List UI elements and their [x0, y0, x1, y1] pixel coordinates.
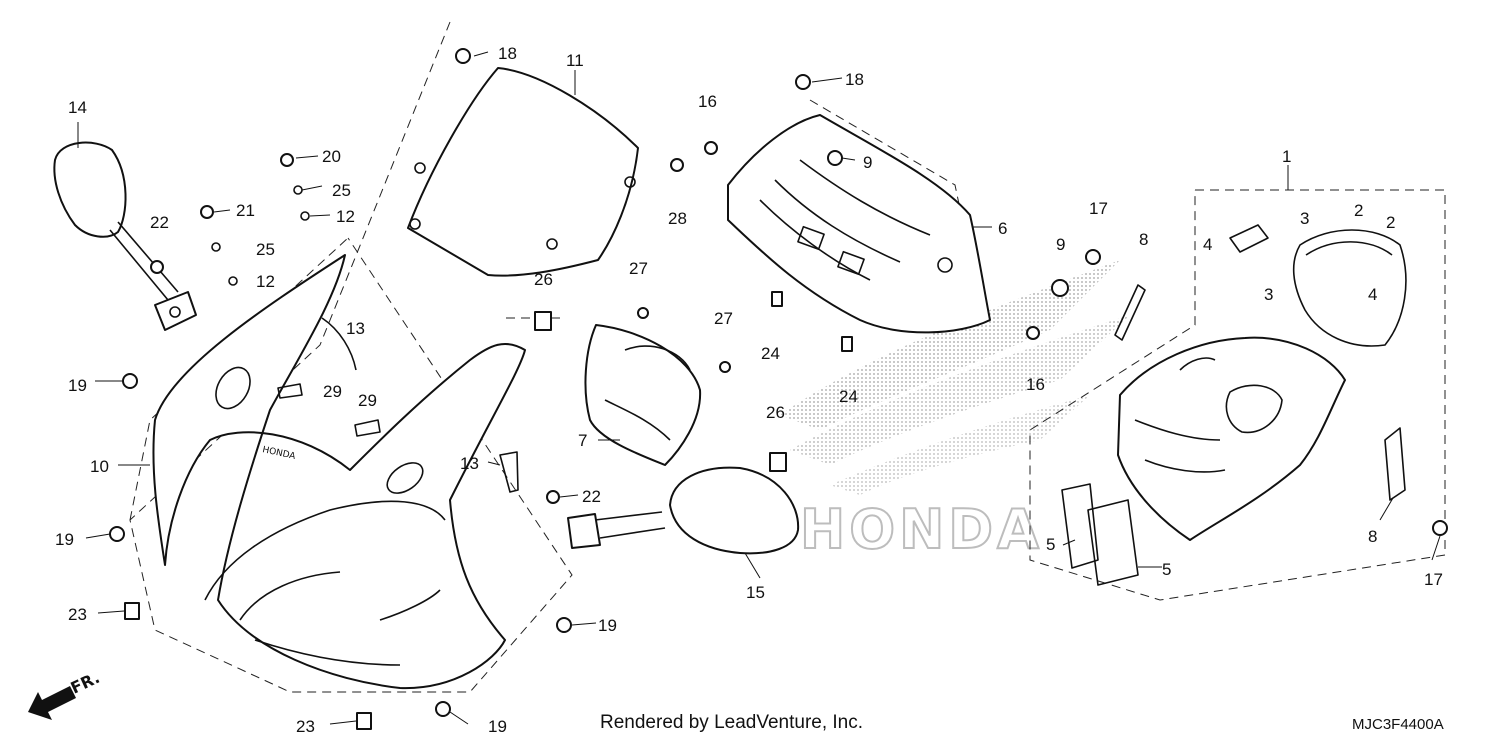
- callout-20: 20: [322, 147, 341, 166]
- callout-2: 2: [1386, 213, 1395, 232]
- callout-13: 13: [460, 454, 479, 473]
- seal-parts: [1061, 224, 1407, 586]
- left-mirror: [53, 141, 197, 331]
- callout-4: 4: [1368, 285, 1377, 304]
- callout-26: 26: [766, 403, 785, 422]
- callout-7: 7: [578, 431, 587, 450]
- side-brackets: [1114, 284, 1406, 501]
- callout-4: 4: [1203, 235, 1212, 254]
- callout-3: 3: [1300, 209, 1309, 228]
- callout-21: 21: [236, 201, 255, 220]
- callout-26: 26: [534, 270, 553, 289]
- callout-18: 18: [845, 70, 864, 89]
- callout-14: 14: [68, 98, 87, 117]
- air-duct: [584, 324, 702, 466]
- callout-25: 25: [256, 240, 275, 259]
- callout-5: 5: [1046, 535, 1055, 554]
- callout-2: 2: [1354, 201, 1363, 220]
- honda-watermark-text: HONDA: [800, 498, 1043, 561]
- callout-29: 29: [358, 391, 377, 410]
- callout-25: 25: [332, 181, 351, 200]
- windscreen: [407, 67, 639, 277]
- callout-8: 8: [1139, 230, 1148, 249]
- meter-inner-assembly: [1117, 336, 1346, 541]
- callout-23: 23: [68, 605, 87, 624]
- callout-17: 17: [1089, 199, 1108, 218]
- callout-27: 27: [629, 259, 648, 278]
- callout-13: 13: [346, 319, 365, 338]
- callout-19: 19: [598, 616, 617, 635]
- leader-lines: [77, 51, 1441, 725]
- callout-17: 17: [1424, 570, 1443, 589]
- honda-wing-logo-icon: [780, 260, 1130, 495]
- callout-27: 27: [714, 309, 733, 328]
- callout-12: 12: [336, 207, 355, 226]
- direction-label: FR.: [68, 668, 103, 698]
- callout-5: 5: [1162, 560, 1171, 579]
- callout-3: 3: [1264, 285, 1273, 304]
- callout-22: 22: [582, 487, 601, 506]
- front-direction-arrow-icon: [28, 686, 76, 720]
- callout-16: 16: [1026, 375, 1045, 394]
- callout-9: 9: [863, 153, 872, 172]
- callout-19: 19: [55, 530, 74, 549]
- callout-11: 11: [566, 51, 584, 70]
- diagram-code: MJC3F4400A: [1352, 716, 1444, 733]
- callout-8: 8: [1368, 527, 1377, 546]
- callout-24: 24: [839, 387, 858, 406]
- callout-16: 16: [698, 92, 717, 111]
- callout-28: 28: [668, 209, 687, 228]
- callout-19: 19: [488, 717, 507, 736]
- callout-15: 15: [746, 583, 765, 602]
- decals: [277, 317, 519, 493]
- render-credit: Rendered by LeadVenture, Inc.: [600, 712, 864, 733]
- right-mirror: [567, 466, 800, 555]
- callout-23: 23: [296, 717, 315, 736]
- callout-9: 9: [1056, 235, 1065, 254]
- cowl-inner-panel: [727, 114, 991, 334]
- callout-18: 18: [498, 44, 517, 63]
- fasteners: [109, 48, 1448, 730]
- callout-29: 29: [323, 382, 342, 401]
- callout-10: 10: [90, 457, 109, 476]
- upper-cowl: HONDA: [152, 254, 526, 690]
- callout-24: 24: [761, 344, 780, 363]
- callout-6: 6: [998, 219, 1007, 238]
- callout-22: 22: [150, 213, 169, 232]
- callout-1: 1: [1282, 147, 1291, 166]
- callout-19: 19: [68, 376, 87, 395]
- callout-12: 12: [256, 272, 275, 291]
